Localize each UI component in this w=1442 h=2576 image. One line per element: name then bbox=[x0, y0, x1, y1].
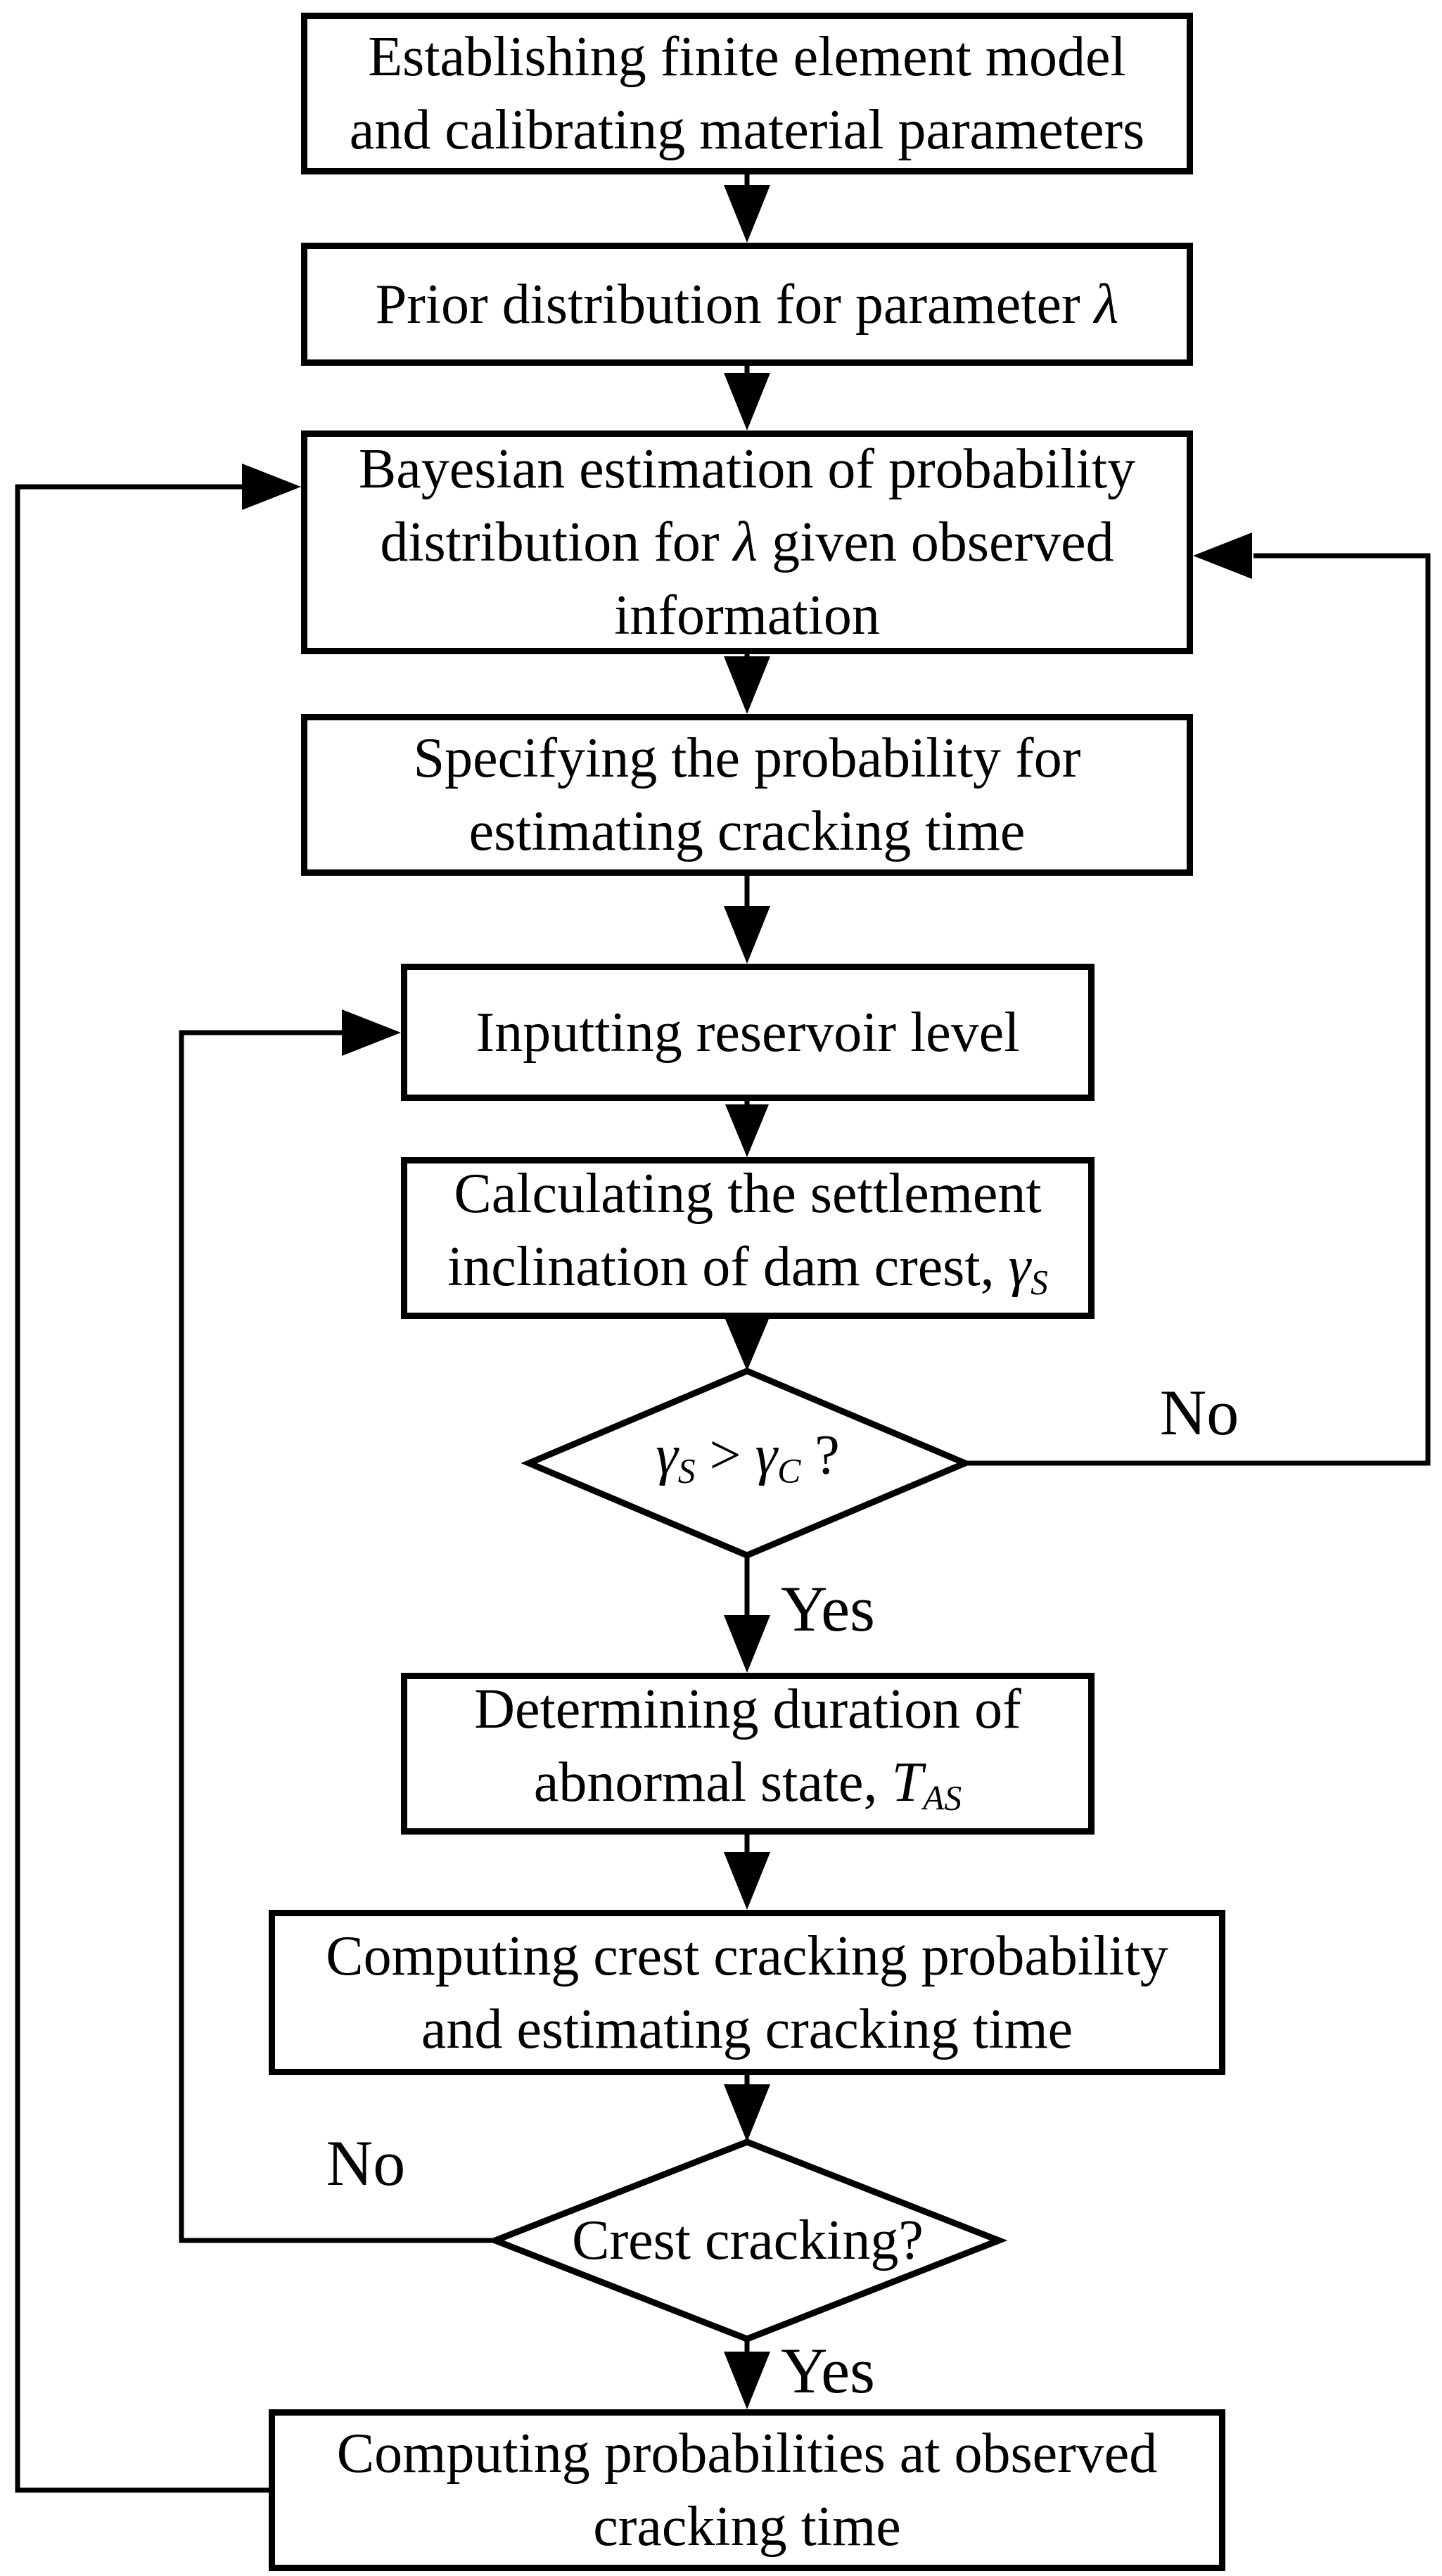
gamma-symbol: γ bbox=[656, 1424, 678, 1486]
arrowhead-input-to-calc bbox=[725, 1104, 769, 1157]
T-symbol: T bbox=[891, 1751, 924, 1813]
subscript-C: C bbox=[777, 1451, 801, 1491]
edge-label-gamma-yes: Yes bbox=[781, 1573, 875, 1645]
edge-label-crack-no: No bbox=[326, 2127, 406, 2199]
box-text-line: inclination of dam crest, γS bbox=[447, 1230, 1048, 1319]
arrowhead-calc-to-decision1 bbox=[725, 1319, 769, 1371]
subscript-S: S bbox=[677, 1451, 696, 1491]
edge-label-gamma-no: No bbox=[1159, 1377, 1239, 1448]
process-box-duration-abnormal: Determining duration of abnormal state, … bbox=[401, 1673, 1095, 1835]
box-text-line: Computing crest cracking probability bbox=[326, 1925, 1168, 1987]
decision-text: Crest cracking? bbox=[572, 2210, 924, 2271]
loop-gamma-no-path bbox=[965, 553, 1431, 1466]
arrowhead-specify-to-input bbox=[724, 906, 770, 964]
box-text: abnormal state, bbox=[533, 1751, 892, 1813]
box-text-line: Specifying the probability for bbox=[413, 727, 1081, 789]
box-text: Prior distribution for parameter bbox=[375, 273, 1095, 336]
gamma-symbol: γ bbox=[755, 1424, 778, 1486]
gamma-symbol: γ bbox=[1008, 1235, 1031, 1298]
box-text-line: Computing probabilities at observed bbox=[336, 2423, 1158, 2485]
arrowhead-crack-no-into-input-left bbox=[342, 1009, 401, 1056]
process-box-calc-settlement: Calculating the settlement inclination o… bbox=[401, 1157, 1095, 1319]
arrowhead-establish-to-prior bbox=[724, 185, 770, 243]
loop-observed-to-bayesian-path bbox=[15, 484, 269, 2493]
process-box-crest-crack-probability: Computing crest cracking probability and… bbox=[269, 1910, 1225, 2075]
decision-crest-cracking-diamond bbox=[486, 2138, 1008, 2342]
box-text-line: and calibrating material parameters bbox=[349, 99, 1145, 161]
decision-crest-cracking-label: Crest cracking? bbox=[401, 2198, 1095, 2283]
box-text-line: Determining duration of bbox=[474, 1678, 1021, 1740]
process-box-specify-probability: Specifying the probability for estimatin… bbox=[301, 714, 1193, 876]
arrowhead-observed-into-bayesian-left bbox=[242, 464, 301, 510]
operator-text: > bbox=[695, 1424, 755, 1486]
box-text-line: Calculating the settlement bbox=[454, 1162, 1042, 1225]
box-text-line: Bayesian estimation of probability bbox=[358, 438, 1136, 500]
process-box-bayesian-estimation: Bayesian estimation of probability distr… bbox=[301, 431, 1193, 654]
lambda-symbol: λ bbox=[1094, 273, 1119, 336]
arrowhead-duration-to-computing bbox=[724, 1852, 770, 1910]
box-text-line: and estimating cracking time bbox=[421, 1998, 1073, 2060]
subscript-AS: AS bbox=[923, 1778, 962, 1818]
arrowhead-bayesian-to-specify bbox=[724, 656, 770, 714]
decision-gamma-label: γS > γC ? bbox=[401, 1421, 1095, 1505]
process-box-input-reservoir-level: Inputting reservoir level bbox=[401, 964, 1095, 1101]
arrowhead-prior-to-bayesian bbox=[724, 373, 770, 431]
process-box-observed-probabilities: Computing probabilities at observed crac… bbox=[269, 2409, 1225, 2571]
box-text-line: Establishing finite element model bbox=[368, 26, 1126, 88]
process-box-prior-distribution: Prior distribution for parameter λ bbox=[301, 243, 1193, 366]
decision-text: γS > γC ? bbox=[656, 1420, 840, 1506]
loop-crack-no-path bbox=[179, 1030, 495, 2243]
box-text-line: information bbox=[614, 585, 880, 646]
box-text-line: distribution for λ given observed bbox=[380, 506, 1114, 579]
question-mark: ? bbox=[800, 1424, 840, 1486]
arrowhead-gamma-no-into-bayesian-right bbox=[1193, 533, 1252, 579]
box-text: distribution for bbox=[380, 511, 734, 573]
box-text-line: Prior distribution for parameter λ bbox=[376, 268, 1119, 341]
subscript-S: S bbox=[1031, 1263, 1048, 1302]
box-text: inclination of dam crest, bbox=[447, 1235, 1009, 1298]
process-box-establish-model: Establishing finite element model and ca… bbox=[301, 13, 1193, 174]
decision-gamma-diamond bbox=[521, 1367, 974, 1559]
lambda-symbol: λ bbox=[733, 511, 758, 573]
arrowhead-computing-to-decision2 bbox=[724, 2084, 770, 2142]
box-text-line: estimating cracking time bbox=[468, 801, 1026, 862]
box-text-line: cracking time bbox=[593, 2496, 901, 2558]
box-text-line: Inputting reservoir level bbox=[476, 1001, 1020, 1064]
box-text: given observed bbox=[758, 511, 1114, 573]
arrowhead-yes2-to-observed bbox=[724, 2352, 770, 2409]
box-text-line: abnormal state, TAS bbox=[534, 1746, 962, 1835]
arrowhead-yes1-to-duration bbox=[724, 1615, 770, 1673]
edge-label-crack-yes: Yes bbox=[781, 2335, 875, 2406]
